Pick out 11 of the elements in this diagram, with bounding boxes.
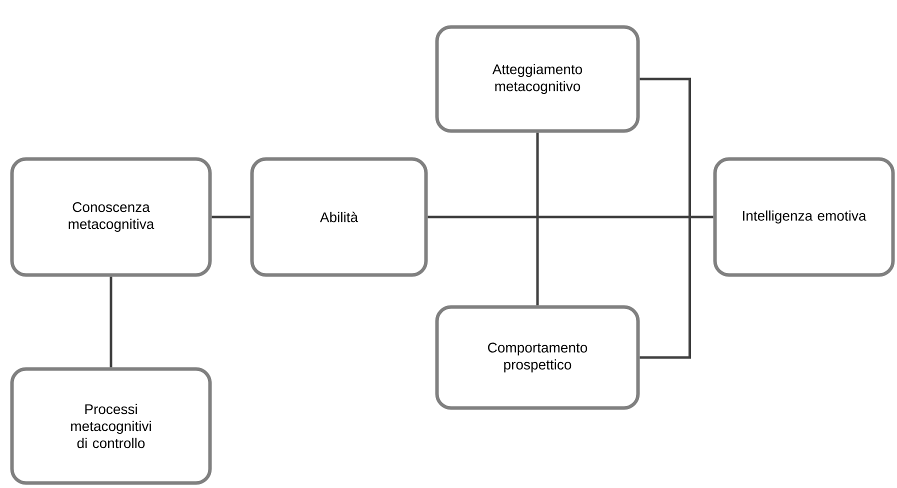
process-box: Atteggiamento metacognitivo <box>435 25 640 133</box>
connector-line <box>640 78 691 359</box>
connector-line <box>212 216 250 218</box>
connector-line <box>110 276 112 368</box>
connector-line <box>536 132 539 306</box>
process-box: Intelligenza emotiva <box>713 157 895 277</box>
process-box: Abilità <box>250 157 428 277</box>
process-box: Comportamento prospettico <box>435 305 640 410</box>
process-box: Processi metacognitivi di controllo <box>10 367 212 485</box>
process-box: Conoscenza metacognitiva <box>10 157 212 277</box>
connector-line <box>428 216 714 218</box>
